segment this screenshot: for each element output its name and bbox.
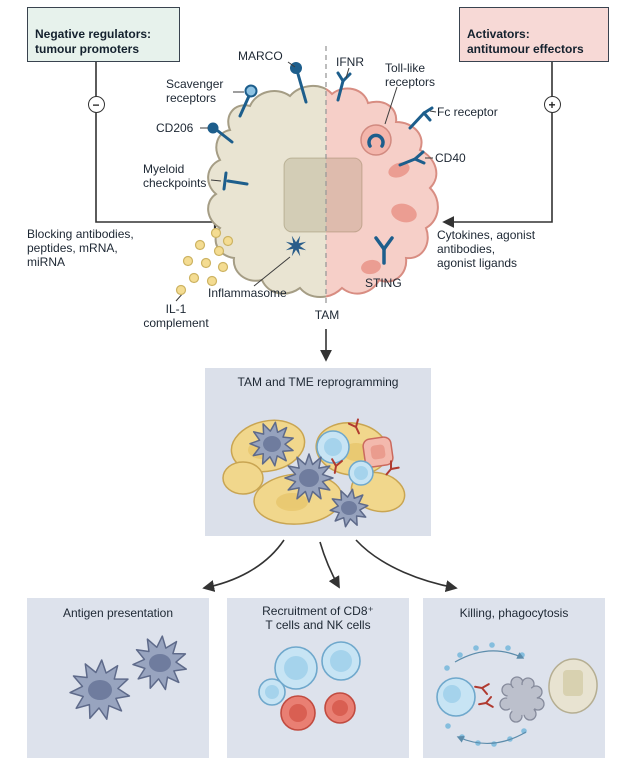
pink-organelle [391,203,417,223]
myeloid-checkpoint-icon [222,171,249,191]
tme-cell-cluster [222,418,406,528]
antigen-presentation-title: Antigen presentation [62,606,174,620]
activators-text: Activators: antitumour effectors [467,27,584,56]
fan-arrow-middle [319,541,340,589]
recruitment-panel [227,598,409,758]
tam-label: TAM [314,308,340,322]
marco-label: MARCO [238,49,283,63]
antigen-panel [27,598,209,758]
dying-cell [499,676,545,723]
circulation-arrows [454,650,527,745]
toll-like-receptor-icon [367,133,385,148]
recruitment-panel-cells [258,641,361,731]
label-connectors [175,61,437,302]
cd40-receptor-icon [398,150,426,167]
cd206-label: CD206 [156,121,194,135]
ifnr-label: IFNR [336,55,364,69]
inhibition-arrow [95,48,213,223]
minus-icon: − [87,96,105,113]
cd206-receptor-icon [207,122,234,144]
negative-regulators-box: Negative regulators: tumour promoters [27,7,180,62]
toll-like-label: Toll-like receptors [385,61,436,90]
antibody-icons [331,418,400,476]
pink-organelle [388,162,410,178]
scavenger-receptor-icon [238,84,258,118]
endosome [360,124,392,156]
cytokines-annotation: Cytokines, agonist antibodies, agonist l… [437,228,536,271]
fc-receptor-label: Fc receptor [437,105,498,119]
scavenger-label: Scavenger receptors [166,77,224,106]
recruitment-title: Recruitment of CD8⁺ T cells and NK cells [262,604,374,633]
receptor-icons [207,62,434,265]
fan-arrow-left [202,539,285,592]
pink-organelle [361,259,381,275]
killing-panel-cells [436,642,598,747]
fc-receptor-icon [408,106,434,130]
il1-complement-label: IL-1 complement [143,302,209,331]
activation-arrow [442,48,553,228]
antigen-panel-cells [69,635,188,720]
activators-box: Activators: antitumour effectors [459,7,609,62]
cd40-label: CD40 [435,151,466,165]
blocking-annotation: Blocking antibodies, peptides, mRNA, miR… [27,227,134,270]
tumour-target-cell [548,658,598,714]
macrophage-cell [207,85,439,298]
inflammasome-icon [285,235,307,257]
plus-icon: + [543,96,561,113]
inflammasome-label: Inflammasome [208,286,287,300]
nucleus-square [283,157,363,233]
negative-regulators-text: Negative regulators: tumour promoters [35,27,152,56]
killing-title: Killing, phagocytosis [459,606,569,620]
reprogramming-title: TAM and TME reprogramming [237,375,399,389]
il1-secretion-dots [175,227,234,296]
fan-arrow-right [355,539,458,593]
macrophage-nuclei [263,436,357,515]
pink-tumour-cell [362,436,394,468]
antibody-icons [474,683,494,708]
sting-label: STING [365,276,402,290]
myeloid-checkpoints-label: Myeloid checkpoints [143,162,207,191]
sting-receptor-icon [374,236,394,265]
